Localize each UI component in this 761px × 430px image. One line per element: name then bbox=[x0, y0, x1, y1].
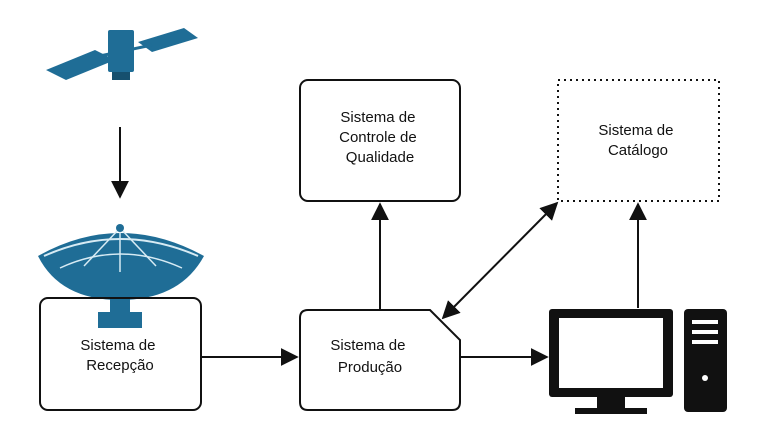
satellite-icon bbox=[46, 28, 198, 80]
catalog-label: Sistema de Catálogo bbox=[598, 122, 677, 159]
satellite-dish-icon bbox=[38, 224, 204, 328]
production-system-box: Sistema de Produção bbox=[299, 309, 461, 411]
computer-monitor-icon bbox=[549, 309, 673, 414]
production-label: Sistema de Produção bbox=[330, 337, 409, 376]
reception-system-box: Sistema de Recepção bbox=[39, 297, 202, 411]
catalog-system-box: Sistema de Catálogo bbox=[557, 79, 720, 202]
quality-control-system-box: Sistema de Controle de Qualidade bbox=[299, 79, 461, 202]
computer-tower-icon bbox=[684, 309, 727, 412]
quality-control-label: Sistema de Controle de Qualidade bbox=[339, 109, 421, 166]
arrow-production-catalog-bidirectional bbox=[441, 201, 559, 320]
reception-label: Sistema de Recepção bbox=[80, 337, 159, 374]
